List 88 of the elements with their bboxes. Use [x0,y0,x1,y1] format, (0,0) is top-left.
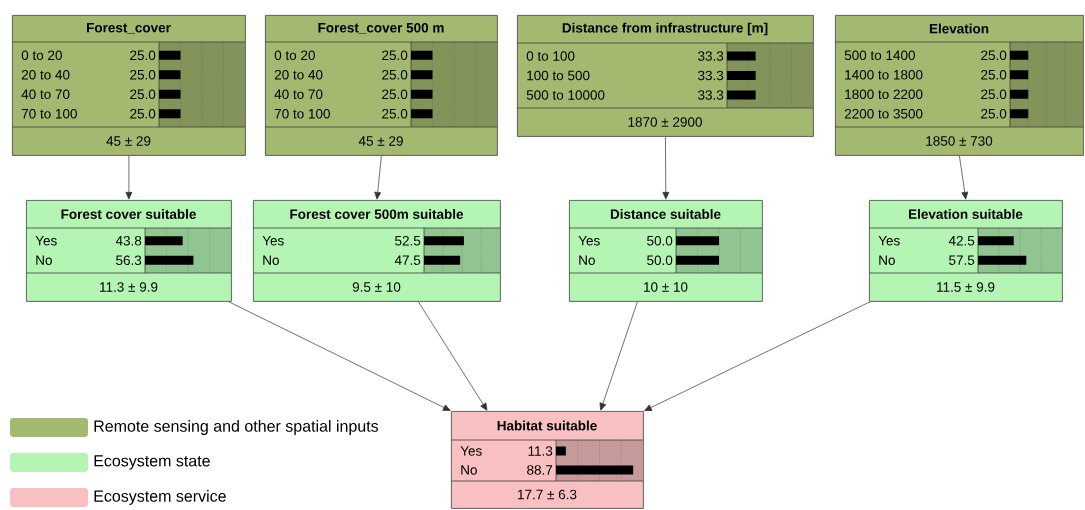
mean-value: 1850 ± 730 [926,136,993,146]
node-title: Elevation [929,23,989,34]
probability-value: 25.0 [130,50,156,60]
probability-value: 25.0 [382,69,408,80]
mean-value: 45 ± 29 [106,136,151,146]
probability-value: 25.0 [981,108,1007,119]
probability-value: 33.3 [698,90,724,100]
arrow [599,301,638,411]
state-label: Yes [35,236,57,246]
mean-value: 11.5 ± 9.9 [937,282,995,292]
state-label: No [461,465,477,475]
probability-value: 57.5 [949,255,975,265]
network-node-box [450,411,644,509]
network-node-box [834,15,1084,156]
network-node-box [516,15,814,137]
state-label: Yes [460,446,482,456]
node-title: Forest_cover [87,23,171,34]
node-title: Forest cover 500m suitable [290,209,464,219]
network-node-box [264,15,498,156]
node-title: Forest_cover 500 m [318,22,444,35]
arrow [662,136,670,200]
mean-value: 10 ± 10 [644,282,688,292]
state-label: No [879,255,895,265]
node-title: Elevation suitable [909,209,1023,219]
state-label: 20 to 40 [21,69,70,80]
network-node-box [25,200,232,302]
state-label: No [36,255,52,265]
probability-value: 50.0 [647,235,673,246]
legend-label: Ecosystem service [94,490,226,505]
mean-value: 17.7 ± 6.3 [518,489,577,500]
probability-value: 33.3 [698,51,724,61]
state-label: 0 to 100 [526,51,575,61]
legend-label: Remote sensing and other spatial inputs [94,420,379,435]
mean-value: 45 ± 29 [358,136,403,146]
network-node-box [252,200,501,302]
state-label: Yes [262,236,284,246]
arrow [374,155,382,200]
state-label: 0 to 20 [274,50,315,60]
probability-value: 25.0 [981,69,1007,80]
state-label: Yes [878,236,900,246]
arrow [959,155,969,200]
state-label: Yes [578,236,600,246]
probability-value: 47.5 [394,255,421,265]
state-label: 0 to 20 [21,50,62,60]
legend-label: Ecosystem state [94,455,210,470]
arrow [228,301,451,411]
state-label: 40 to 70 [21,89,70,99]
state-label: 70 to 100 [21,108,77,119]
probability-value: 25.0 [382,50,408,60]
arrow [644,301,871,411]
state-label: 40 to 70 [274,89,323,99]
state-label: No [579,255,595,265]
probability-value: 25.0 [382,89,408,99]
node-title: Distance from infrastructure [m] [562,22,768,36]
state-label: 1400 to 1800 [845,69,923,80]
network-node-box [11,15,246,156]
probability-value: 25.0 [981,50,1007,60]
state-label: 20 to 40 [274,69,323,80]
state-label: 70 to 100 [274,108,330,119]
node-title: Forest cover suitable [61,209,196,219]
arrow [125,155,133,200]
probability-value: 42.5 [948,235,975,246]
probability-value: 88.7 [527,465,553,475]
probability-value: 33.3 [698,70,724,81]
state-label: 2200 to 3500 [844,108,923,119]
probability-value: 25.0 [130,108,156,119]
mean-value: 1870 ± 2900 [628,117,702,127]
probability-value: 25.0 [130,89,156,99]
probability-value: 43.8 [115,235,142,246]
probability-value: 25.0 [981,89,1007,99]
probability-value: 56.3 [116,255,142,265]
state-label: No [263,255,279,265]
network-node-box [868,200,1063,302]
probability-value: 50.0 [647,255,673,265]
state-label: 100 to 500 [527,70,590,81]
probability-value: 25.0 [130,69,156,80]
state-label: 500 to 10000 [526,90,605,100]
arrow [418,301,488,411]
node-title: Habitat suitable [497,420,597,431]
node-title: Distance suitable [610,209,721,219]
probability-value: 25.0 [382,108,408,119]
mean-value: 11.3 ± 9.9 [100,282,158,292]
network-node-box [568,200,763,302]
state-label: 1800 to 2200 [845,89,923,99]
probability-value: 52.5 [395,235,421,246]
probability-value: 11.3 [528,446,553,456]
state-label: 500 to 1400 [844,50,915,60]
mean-value: 9.5 ± 10 [352,282,401,292]
